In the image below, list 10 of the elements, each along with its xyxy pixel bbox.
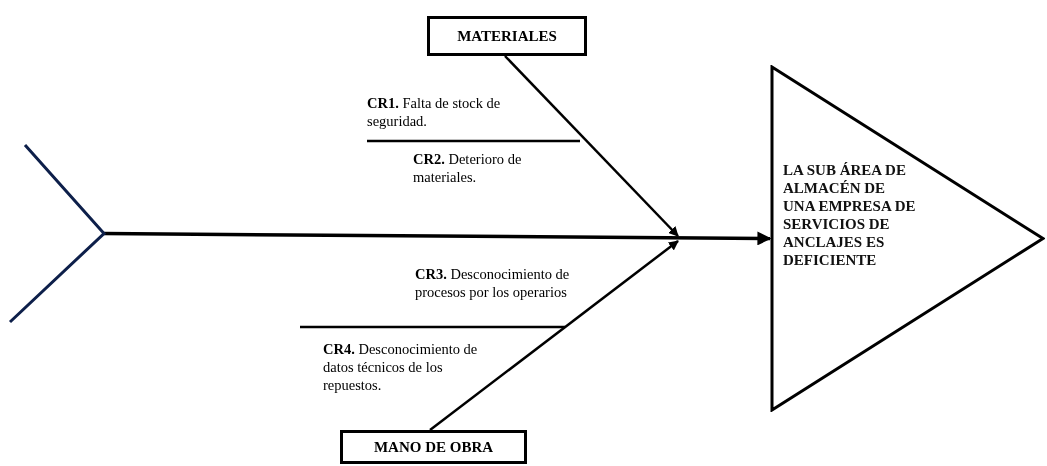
category-box: MATERIALES xyxy=(427,16,587,56)
arrow xyxy=(104,231,772,246)
effect-text: LA SUB ÁREA DE ALMACÉN DE UNA EMPRESA DE SERVICIOS DE ANCLAJES ES DEFICIENTE xyxy=(783,161,917,269)
cause-text: CR1. Falta de stock de seguridad. xyxy=(367,94,502,130)
arrow xyxy=(504,55,679,237)
cause-text: CR3. Desconocimiento de procesos por los operarios xyxy=(415,265,571,301)
cause-text: CR4. Desconocimiento de datos técnicos de los repuestos. xyxy=(323,340,479,394)
cause-text: CR2. Deterioro de materiales. xyxy=(413,150,523,186)
category-box: MANO DE OBRA xyxy=(340,430,527,464)
arrow xyxy=(429,240,679,431)
